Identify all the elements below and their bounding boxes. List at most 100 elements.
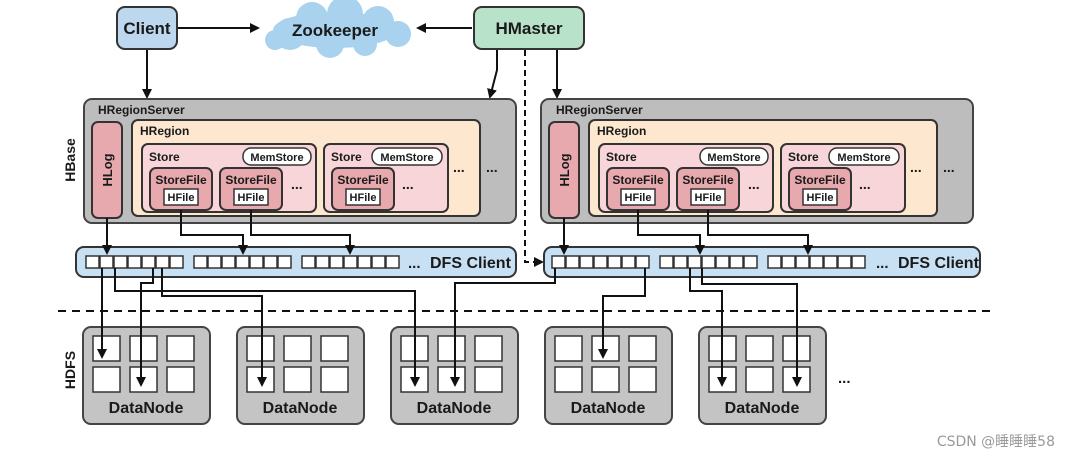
hfile-1a2-label: HFile <box>238 192 265 204</box>
region-server-1: HRegionServer HLog HRegion Store MemStor… <box>83 98 517 224</box>
store-2b-label: Store <box>788 150 819 164</box>
datanode-block <box>554 335 583 362</box>
datanode-label: DataNode <box>571 400 646 417</box>
hlog-2-label: HLog <box>557 153 572 186</box>
datanode-5: DataNode <box>698 326 827 425</box>
memstore-2a <box>699 147 769 166</box>
storefile-1a1-label: StoreFile <box>155 173 207 187</box>
dfs1-a-block <box>141 255 156 269</box>
dfs-client-2-ellipsis: ... <box>876 255 889 272</box>
datanode-4: DataNode <box>544 326 673 425</box>
datanode-block <box>591 335 620 362</box>
dfs1-b-block <box>263 255 278 269</box>
hmaster-to-dfs-dashed-arrow <box>524 50 544 267</box>
dfs-client-1-blocks <box>85 255 400 269</box>
hmaster-to-server1-arrow <box>487 50 498 99</box>
storefile-1b1-label: StoreFile <box>337 173 389 187</box>
dfs2-a-block <box>579 255 594 269</box>
hfile-2b1-label: HFile <box>807 192 834 204</box>
datanode-block <box>591 366 620 393</box>
datanode-block <box>166 335 195 362</box>
ellipsis-1d: ... <box>486 159 498 175</box>
zookeeper-cloud: Zookeeper <box>265 0 411 58</box>
hregion-2-label: HRegion <box>597 124 646 138</box>
hfile-2a2-label: HFile <box>695 192 722 204</box>
datanode-block <box>745 335 774 362</box>
hfile-2a1 <box>620 188 656 206</box>
dfs2-c-block <box>823 255 838 269</box>
hfile-1a1 <box>163 188 199 206</box>
dfs2-b-block <box>715 255 730 269</box>
datanode-block <box>129 366 158 393</box>
dfs1-a-block <box>85 255 100 269</box>
dfs2-b-block <box>687 255 702 269</box>
datanode-block <box>283 366 312 393</box>
csdn-watermark: CSDN @睡睡睡58 <box>936 434 1055 450</box>
dfs2-c-block <box>781 255 796 269</box>
datanode-block <box>166 366 195 393</box>
datanode-block <box>92 335 121 362</box>
hfile-1b1-label: HFile <box>350 192 377 204</box>
dfs1-b-block <box>193 255 208 269</box>
client-box: Client <box>116 6 178 50</box>
memstore-1b-label: MemStore <box>380 152 433 164</box>
dfs-client-1: ... DFS Client <box>75 246 517 278</box>
dfs2-b-block <box>743 255 758 269</box>
hlog-1-label: HLog <box>100 153 115 186</box>
datanode-label: DataNode <box>417 400 492 417</box>
dfs1-a-block <box>127 255 142 269</box>
region-server-2: HRegionServer HLog HRegion Store MemStor… <box>540 98 974 224</box>
replication-arrows <box>97 268 802 387</box>
memstore-1a <box>242 147 312 166</box>
datanode-block <box>628 335 657 362</box>
datanode-block <box>246 366 275 393</box>
dfs1-a-block <box>99 255 114 269</box>
ellipsis-2c: ... <box>910 159 922 175</box>
datanode-block <box>437 366 466 393</box>
hfile-1a2 <box>233 188 269 206</box>
dfs1-b-block <box>235 255 250 269</box>
datanode-block <box>283 335 312 362</box>
dfs2-c-block <box>809 255 824 269</box>
hbase-label: HBase <box>62 138 78 182</box>
dfs-client-2-label: DFS Client <box>898 255 980 272</box>
dfs2-b-block <box>659 255 674 269</box>
dfs2-b-block <box>729 255 744 269</box>
ellipsis-1b: ... <box>402 176 414 192</box>
hregion-1-label: HRegion <box>140 124 189 138</box>
datanode-block <box>246 335 275 362</box>
dfs2-a-block <box>593 255 608 269</box>
ellipsis-1c: ... <box>453 159 465 175</box>
dfs2-c-block <box>767 255 782 269</box>
hfile-2b1 <box>802 188 838 206</box>
store-1b-label: Store <box>331 150 362 164</box>
datanode-block <box>554 366 583 393</box>
storefile-2a2-label: StoreFile <box>682 173 734 187</box>
dfs1-c-block <box>315 255 330 269</box>
datanode-block <box>320 335 349 362</box>
datanode-block <box>745 366 774 393</box>
region-server-1-label: HRegionServer <box>98 103 185 117</box>
datanode-block <box>474 366 503 393</box>
dfs1-b-block <box>207 255 222 269</box>
store-2a-label: Store <box>606 150 637 164</box>
datanode-block <box>474 335 503 362</box>
client-label: Client <box>123 19 171 38</box>
dfs1-b-block <box>249 255 264 269</box>
dfs1-a-block <box>113 255 128 269</box>
dfs1-b-block <box>277 255 292 269</box>
dfs1-c-block <box>357 255 372 269</box>
dfs2-a-block <box>621 255 636 269</box>
dfs1-c-block <box>371 255 386 269</box>
memstore-1a-label: MemStore <box>250 152 303 164</box>
datanode-label: DataNode <box>109 400 184 417</box>
datanode-label: DataNode <box>725 400 800 417</box>
datanode-label: DataNode <box>263 400 338 417</box>
datanode-2: DataNode <box>236 326 365 425</box>
storefile-1a2-label: StoreFile <box>225 173 277 187</box>
ellipsis-2a: ... <box>748 176 760 192</box>
datanode-ellipsis: ... <box>838 370 851 387</box>
datanode-1: DataNode <box>82 326 211 425</box>
store-1a-label: Store <box>149 150 180 164</box>
